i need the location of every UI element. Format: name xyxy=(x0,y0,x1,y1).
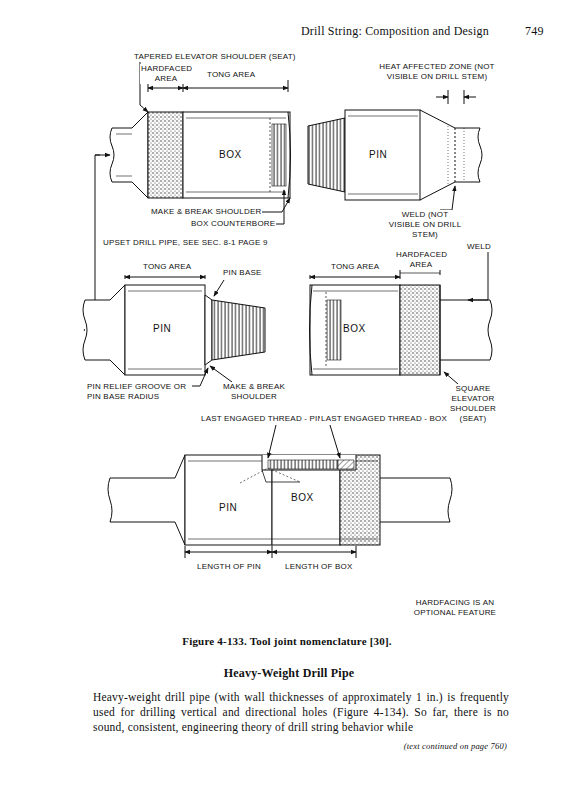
part-label: PIN BASE xyxy=(222,268,263,278)
part-label: LAST ENGAGED THREAD - BOX xyxy=(320,414,448,424)
part-label: LAST ENGAGED THREAD - PIN xyxy=(200,414,325,424)
part-label: MAKE & BREAK SHOULDER xyxy=(222,382,286,402)
part-label: PIN RELIEF GROOVE OR PIN BASE RADIUS xyxy=(86,382,192,402)
part-label: HARDFACED AREA xyxy=(140,64,192,84)
part-label: HARDFACED AREA xyxy=(395,250,447,270)
part-label: UPSET DRILL PIPE, SEE SEC. 8-1 PAGE 9 xyxy=(102,238,269,248)
part-name: PIN xyxy=(218,503,238,513)
part-label: BOX COUNTERBORE xyxy=(190,219,276,229)
part-name: BOX xyxy=(218,150,243,160)
figure-caption: Figure 4-133. Tool joint nomenclature [3… xyxy=(0,634,572,648)
part-name: BOX xyxy=(342,324,367,334)
dimension-label: LENGTH OF BOX xyxy=(284,562,354,572)
part-name: PIN xyxy=(368,150,388,160)
page-number: 749 xyxy=(524,24,545,38)
dimension-label: LENGTH OF PIN xyxy=(196,562,262,572)
note: HARDFACING IS AN OPTIONAL FEATURE xyxy=(404,598,506,618)
continuation-note: (text continued on page 760) xyxy=(370,741,508,751)
part-name: BOX xyxy=(290,493,315,503)
running-head: Drill String: Composition and Design xyxy=(300,24,490,38)
section-heading: Heavy-Weight Drill Pipe xyxy=(2,666,572,680)
part-label: TONG AREA xyxy=(330,262,380,272)
body-text: Heavy-weight drill pipe (with wall thick… xyxy=(92,690,510,735)
part-label: HEAT AFFECTED ZONE (NOT VISIBLE ON DRILL… xyxy=(376,62,498,82)
part-label: WELD xyxy=(466,242,492,252)
part-label: MAKE & BREAK SHOULDER xyxy=(150,207,262,217)
part-label: TONG AREA xyxy=(206,70,256,80)
part-label: TAPERED ELEVATOR SHOULDER (SEAT) xyxy=(133,52,297,62)
part-name: PIN xyxy=(152,324,172,334)
part-label: WELD (NOT VISIBLE ON DRILL STEM) xyxy=(386,210,464,240)
part-label: SQUARE ELEVATOR SHOULDER (SEAT) xyxy=(442,384,504,424)
part-label: TONG AREA xyxy=(142,262,192,272)
